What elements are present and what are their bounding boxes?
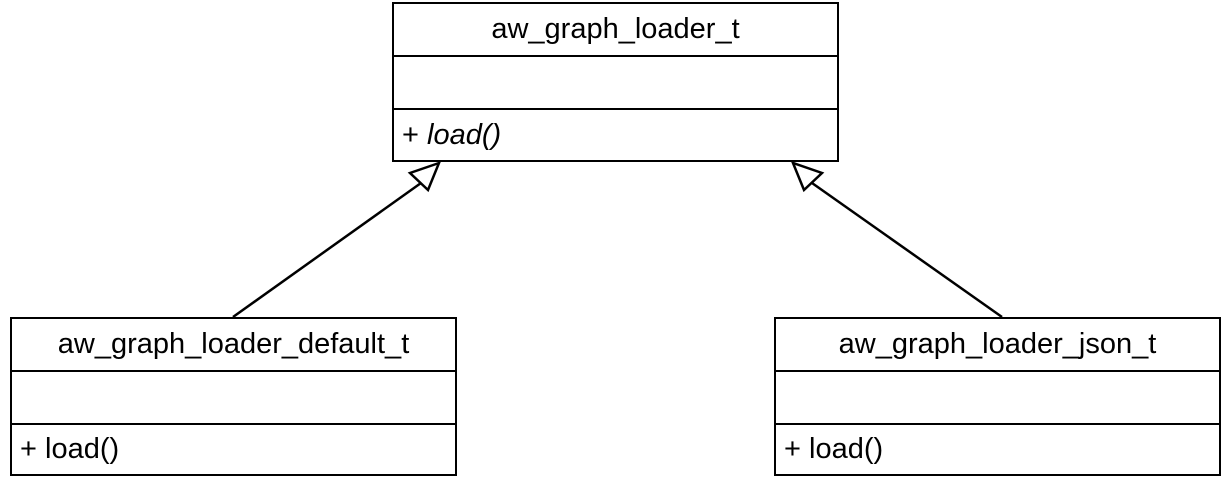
generalization-arrow-default <box>232 160 442 319</box>
operation-signature: load() <box>427 118 502 151</box>
class-aw-graph-loader-t: aw_graph_loader_t + load() <box>392 2 839 162</box>
class-name: aw_graph_loader_default_t <box>12 319 455 372</box>
operation-visibility: + <box>784 433 801 465</box>
class-aw-graph-loader-default-t: aw_graph_loader_default_t + load() <box>10 317 457 476</box>
operation-visibility: + <box>402 118 419 151</box>
class-aw-graph-loader-json-t: aw_graph_loader_json_t + load() <box>774 317 1221 476</box>
attributes-compartment <box>12 372 455 425</box>
operation-visibility: + <box>20 433 37 465</box>
class-name-text: aw_graph_loader_t <box>491 13 740 45</box>
class-name: aw_graph_loader_json_t <box>776 319 1219 372</box>
attributes-compartment <box>394 57 837 110</box>
generalization-arrow-json <box>790 160 1003 319</box>
operations-compartment: + load() <box>776 425 1219 474</box>
operations-compartment: + load() <box>394 110 837 160</box>
operation-signature: load() <box>45 433 120 465</box>
class-name-text: aw_graph_loader_json_t <box>838 328 1157 360</box>
operation-signature: load() <box>809 433 884 465</box>
operations-compartment: + load() <box>12 425 455 474</box>
class-name-text: aw_graph_loader_default_t <box>57 328 410 360</box>
attributes-compartment <box>776 372 1219 425</box>
class-name: aw_graph_loader_t <box>394 4 837 57</box>
